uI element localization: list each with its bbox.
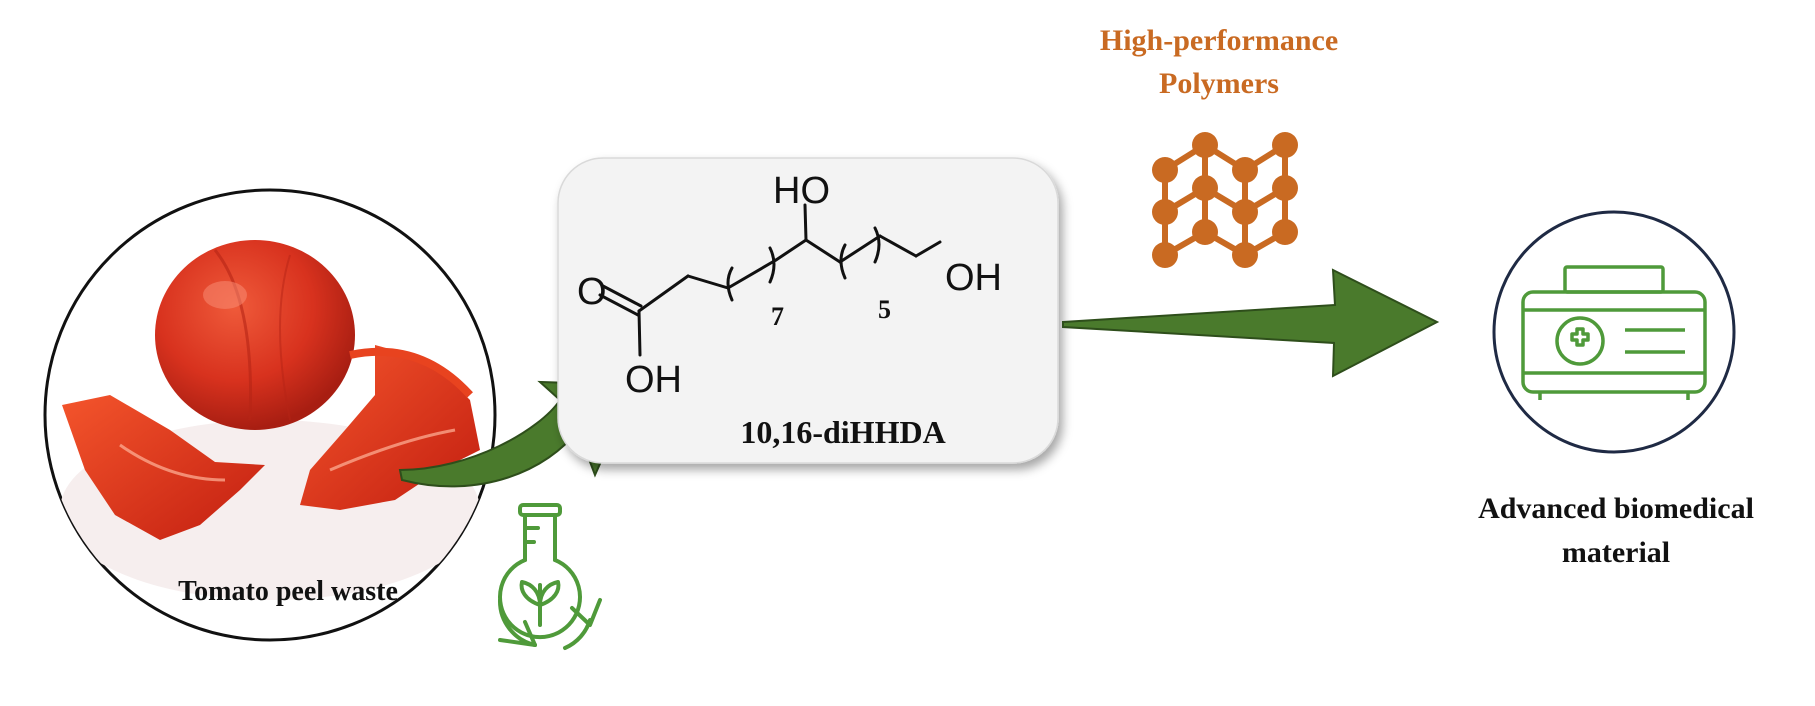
tomato-peel-panel: Tomato peel waste [43,188,497,642]
molecule-name: 10,16-diHHDA [740,414,945,450]
biomedical-panel: Advanced biomedical material [1478,210,1754,569]
repeat-count-5: 5 [878,295,891,324]
terminal-oh-label: OH [945,257,1002,299]
polymer-network-icon [1152,132,1298,268]
tomato-caption: Tomato peel waste [178,576,398,607]
molecule-structure [598,203,942,357]
green-chemistry-flask-icon [497,503,602,650]
biomedical-label-line2: material [1562,536,1670,569]
polymers-label-line2: Polymers [1159,67,1279,100]
polymers-label-line1: High-performance [1100,24,1338,57]
medical-kit-icon [1521,265,1707,400]
molecule-box [557,157,1059,464]
molecule-panel: O OH HO OH 7 5 10,16-diHHDA [557,157,1059,464]
acid-oh-label: OH [625,359,682,401]
repeat-count-7: 7 [771,302,784,331]
carbonyl-o-label: O [577,271,607,313]
arrow-molecule-to-biomedical [1062,268,1440,378]
biomedical-label-line1: Advanced biomedical [1478,492,1754,525]
hydroxyl-ho-label: HO [773,170,830,212]
peeled-tomato [155,240,355,430]
biomedical-circle [1492,210,1736,454]
